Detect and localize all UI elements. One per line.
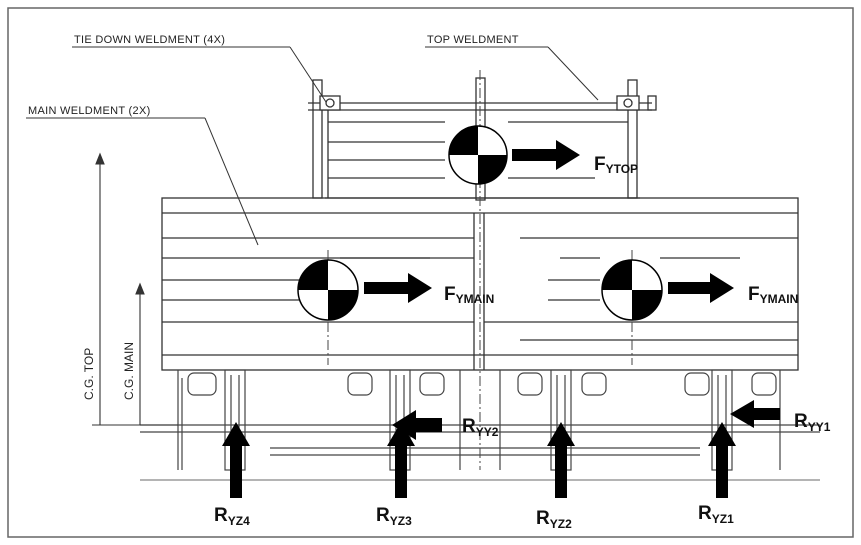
ryz1-label: RYZ1 [698,503,734,526]
top-weldment-label: TOP WELDMENT [427,34,519,46]
cg-main-label: C.G. MAIN [122,342,136,400]
ryz2-label: RYZ2 [536,508,572,531]
ryz4-arrow-icon [222,422,250,498]
fy-main-right-arrow-icon [668,273,734,303]
ryz1-arrow-icon [708,422,736,498]
callout-leaders [26,46,599,246]
ryy2-label: RYY2 [462,416,499,439]
tie-down-weldment-label: TIE DOWN WELDMENT (4X) [74,34,225,46]
fy-main-left-arrow-icon [364,273,432,303]
main-weldment-label: MAIN WELDMENT (2X) [28,105,151,117]
ryy1-arrow-icon [730,400,780,428]
cg-symbol-main-right-icon [601,259,663,321]
fy-top-label: FYTOP [594,154,638,176]
ryy1-label: RYY1 [794,411,831,434]
ryz3-label: RYZ3 [376,505,412,528]
cg-symbol-top-icon [448,125,508,185]
top-weldment [308,77,657,201]
cg-dimensions [92,152,178,426]
ryz3-arrow-icon [387,422,415,498]
ryz2-arrow-icon [547,422,575,498]
fy-top-arrow-icon [512,140,580,170]
cg-top-label: C.G. TOP [82,348,96,400]
main-weldment [161,197,799,371]
cg-symbol-main-left-icon [297,259,359,321]
fy-main-right-label: FYMAIN [748,284,798,306]
ryz4-label: RYZ4 [214,505,250,528]
fy-main-left-label: FYMAIN [444,284,494,306]
